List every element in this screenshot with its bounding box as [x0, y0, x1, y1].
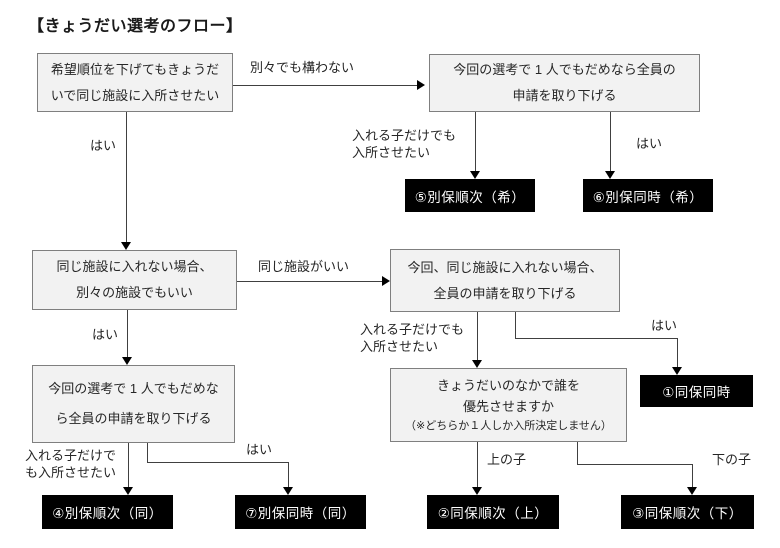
connector-f-to-t3-seg2 [577, 464, 693, 465]
arrowhead-into-t5 [470, 171, 480, 179]
box-text-line: 今回の選考で 1 人でもだめな [48, 381, 219, 397]
connector-f-to-t3-seg1 [577, 442, 578, 465]
arrowhead-into-b [417, 80, 425, 90]
connector-d-to-t1-seg1 [515, 312, 516, 339]
arrowhead-into-t7 [283, 487, 293, 495]
arrowhead-into-t2 [472, 487, 482, 495]
connector-a-to-b [233, 85, 417, 86]
terminal-beppo-doji-do: ⑦別保同時（同） [235, 495, 366, 529]
box-text-line: 今回、同じ施設に入れない場合、 [407, 259, 603, 275]
box-text-line: いで同じ施設に入所させたい [50, 87, 220, 103]
box-which-child-priority: きょうだいのなかで誰を 優先させますか （※どちらか１人しか入所決定しません） [390, 368, 627, 442]
arrowhead-into-t3 [687, 487, 697, 495]
connector-d-to-t1-seg3 [677, 338, 678, 368]
box-withdraw-all-if-not-same: 今回、同じ施設に入れない場合、 全員の申請を取り下げる [390, 249, 620, 312]
arrowhead-into-d [382, 276, 390, 286]
edge-label-yes-e-t7: はい [246, 442, 273, 457]
terminal-beppo-junji-do: ④別保順次（同） [42, 495, 173, 529]
edge-label-same-facility-pref: 同じ施設がいい [258, 259, 350, 274]
edge-label-line: 入れる子だけでも [360, 322, 465, 337]
edge-label-yes-d-t1: はい [651, 318, 678, 333]
connector-f-to-t2 [477, 442, 478, 489]
page-title: 【きょうだい選考のフロー】 [28, 18, 243, 35]
box-withdraw-all-if-one-fails-bottom: 今回の選考で 1 人でもだめな ら全員の申請を取り下げる [32, 365, 235, 443]
edge-label-line: 入れる子だけで [25, 448, 117, 463]
edge-label-line: 入所させたい [360, 339, 439, 354]
edge-label-lower-child: 下の子 [712, 452, 752, 467]
box-text-line: きょうだいのなかで誰を [436, 377, 580, 393]
edge-label-enter-only-bottom: 入れる子だけで も入所させたい [25, 447, 116, 481]
connector-e-to-t7-seg3 [288, 462, 289, 489]
connector-d-to-t1-seg2 [515, 338, 678, 339]
connector-c-to-d [237, 281, 382, 282]
edge-label-line: も入所させたい [25, 465, 117, 480]
box-text-line: 優先させますか [462, 398, 554, 414]
arrowhead-into-t6 [605, 171, 615, 179]
connector-e-to-t7-seg2 [147, 462, 289, 463]
box-text-line: 全員の申請を取り下げる [433, 285, 577, 301]
arrowhead-into-e [122, 357, 132, 365]
edge-label-upper-child: 上の子 [487, 452, 527, 467]
connector-e-to-t7-seg1 [147, 443, 148, 463]
box-text-line: 同じ施設に入れない場合、 [56, 259, 213, 274]
connector-e-to-t4 [128, 443, 129, 489]
edge-label-yes-c-e: はい [92, 327, 119, 342]
box-text-line: 今回の選考で 1 人でもだめなら全員の [453, 62, 676, 77]
arrowhead-into-t4 [123, 487, 133, 495]
arrowhead-into-t1 [672, 367, 682, 375]
box-text-line: ら全員の申請を取り下げる [55, 411, 212, 426]
edge-label-yes-b-t6: はい [636, 136, 663, 151]
terminal-beppo-junji-ki: ⑤別保順次（希） [405, 179, 535, 212]
edge-label-yes-a-c: はい [90, 138, 117, 153]
connector-b-to-t6 [610, 112, 611, 172]
edge-label-enter-only-mid: 入れる子だけでも 入所させたい [360, 321, 464, 355]
connector-f-to-t3-seg3 [692, 464, 693, 489]
box-lower-rank-same-facility: 希望順位を下げてもきょうだ いで同じ施設に入所させたい [37, 53, 233, 112]
box-text-line: 申請を取り下げる [512, 88, 617, 103]
terminal-beppo-doji-ki: ⑥別保同時（希） [583, 179, 713, 212]
connector-c-to-e [127, 310, 128, 358]
arrowhead-into-f [472, 360, 482, 368]
edge-label-line: 入れる子だけでも [352, 128, 457, 143]
terminal-doho-doji: ①同保同時 [640, 375, 753, 407]
box-text-line: 別々の施設でもいい [76, 285, 193, 300]
edge-label-enter-only-top: 入れる子だけでも 入所させたい [352, 127, 456, 161]
box-text-line: 希望順位を下げてもきょうだ [50, 61, 220, 77]
edge-label-separate-fine: 別々でも構わない [250, 60, 355, 75]
box-withdraw-all-if-one-fails-top: 今回の選考で 1 人でもだめなら全員の 申請を取り下げる [429, 54, 700, 112]
terminal-doho-junji-shita: ③同保順次（下） [621, 495, 754, 529]
box-text-note: （※どちらか１人しか入所決定しません） [405, 419, 612, 432]
terminal-doho-junji-ue: ②同保順次（上） [427, 495, 559, 529]
connector-a-to-c [126, 112, 127, 244]
arrowhead-into-c [121, 242, 131, 250]
box-separate-facility-ok: 同じ施設に入れない場合、 別々の施設でもいい [32, 250, 237, 310]
connector-d-to-f [477, 312, 478, 361]
edge-label-line: 入所させたい [352, 145, 431, 160]
connector-b-to-t5 [475, 112, 476, 172]
